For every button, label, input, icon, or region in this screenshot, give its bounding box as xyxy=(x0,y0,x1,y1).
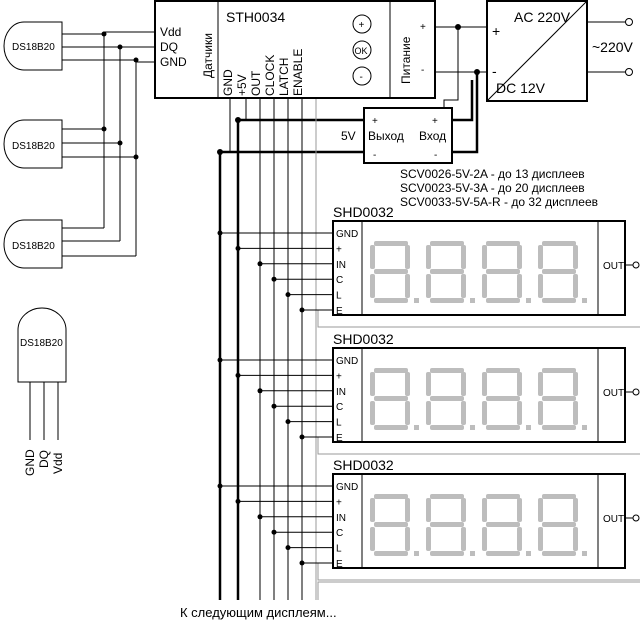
display-pin-3: C xyxy=(336,402,343,413)
pin-dq-label: DQ xyxy=(37,450,51,468)
converter-notes: SCV0026-5V-2A - до 13 дисплеев SCV0023-5… xyxy=(400,167,598,209)
converter-5v: 5V + Выход - + Вход - xyxy=(341,107,453,164)
pin-dq: DQ xyxy=(160,40,178,54)
signal-lines xyxy=(229,98,317,600)
display-pin-5: E xyxy=(336,433,343,444)
out-pin-enable: ENABLE xyxy=(291,49,305,96)
sensor-label: DS18B20 xyxy=(20,338,63,349)
display-pin-3: C xyxy=(336,528,343,539)
display-title: SHD0032 xyxy=(333,331,394,347)
plus-button-label: + xyxy=(359,20,365,31)
sensor-2: DS18B20 xyxy=(3,119,63,169)
display-pin-2: IN xyxy=(336,260,346,271)
note-scv0023: SCV0023-5V-3A - до 20 дисплеев xyxy=(400,181,585,195)
out-pin-5v: +5V xyxy=(235,74,249,96)
pin-vdd: Vdd xyxy=(160,25,181,39)
plus-button[interactable] xyxy=(352,14,372,34)
converter-out-label: Выход xyxy=(368,129,404,143)
sensor-label: DS18B20 xyxy=(12,241,55,252)
seven-segment-digit xyxy=(538,494,587,556)
pin-gnd: GND xyxy=(160,55,187,69)
seven-segment-digit xyxy=(538,368,587,430)
out-pin-gnd: GND xyxy=(221,69,235,96)
loop-wire xyxy=(317,310,640,328)
psu-ac-dc: AC 220V DC 12V + - ~220V xyxy=(486,0,634,102)
seven-segment-digit xyxy=(426,241,475,303)
display-pin-4: L xyxy=(336,291,342,302)
display-title: SHD0032 xyxy=(333,457,394,473)
seven-segment-digit xyxy=(482,494,531,556)
sensor-chain xyxy=(62,31,155,257)
seven-segment-digit xyxy=(370,241,419,303)
psu-plus: + xyxy=(492,23,500,39)
note-scv0033: SCV0033-5V-5A-R - до 32 дисплеев xyxy=(400,195,598,209)
sensors-label: Датчики xyxy=(201,33,215,78)
seven-segment-digit xyxy=(426,494,475,556)
out-pin-out: OUT xyxy=(249,70,263,96)
minus-button-label: - xyxy=(360,72,363,83)
display-pin-5: E xyxy=(336,559,343,570)
pin-vdd-label: Vdd xyxy=(51,453,65,474)
conv-out-plus: + xyxy=(372,116,378,127)
display-stack: SHD0032GND+INCLEOUTSHD0032GND+INCLEOUTSH… xyxy=(217,204,640,581)
psu-minus: - xyxy=(492,63,497,79)
minus-button[interactable] xyxy=(352,66,372,86)
display-pin-0: GND xyxy=(336,356,358,367)
display-pin-4: L xyxy=(336,418,342,429)
psu-dc-label: DC 12V xyxy=(496,80,546,96)
sensor-3: DS18B20 xyxy=(3,219,63,269)
display-pin-1: + xyxy=(336,371,342,382)
ok-button[interactable] xyxy=(352,40,372,60)
power-label: Питание xyxy=(399,36,413,84)
pin-gnd-label: GND xyxy=(23,449,37,476)
ok-button-label: OK xyxy=(355,46,368,56)
sensor-label: DS18B20 xyxy=(12,141,55,152)
sensor-pinout: DS18B20 GND DQ Vdd xyxy=(17,307,67,476)
display-title: SHD0032 xyxy=(333,204,394,220)
display-out-label: OUT xyxy=(603,514,624,525)
out-pin-clock: CLOCK xyxy=(263,55,277,96)
seven-segment-digit xyxy=(426,368,475,430)
display-out-label: OUT xyxy=(603,261,624,272)
sensor-label: DS18B20 xyxy=(12,42,55,53)
controller-title: STH0034 xyxy=(226,9,285,25)
display-pin-5: E xyxy=(336,306,343,317)
display-pin-2: IN xyxy=(336,513,346,524)
seven-segment-digit xyxy=(370,494,419,556)
loop-wire xyxy=(317,563,640,581)
converter-in-label: Вход xyxy=(419,129,446,143)
note-scv0026: SCV0026-5V-2A - до 13 дисплеев xyxy=(400,167,585,181)
chain-continuation xyxy=(317,581,640,600)
display-pin-2: IN xyxy=(336,387,346,398)
display-pin-0: GND xyxy=(336,482,358,493)
conv-in-plus: + xyxy=(432,116,438,127)
footer-note: К следующим дисплеям... xyxy=(180,605,337,620)
display-pin-1: + xyxy=(336,497,342,508)
power-pin-minus: - xyxy=(421,65,424,76)
psu-ac-label: AC 220V xyxy=(514,9,571,25)
seven-segment-digit xyxy=(538,241,587,303)
loop-wire xyxy=(317,437,640,455)
seven-segment-digit xyxy=(482,368,531,430)
display-pin-4: L xyxy=(336,544,342,555)
display-pin-3: C xyxy=(336,275,343,286)
power-pin-plus: + xyxy=(420,22,426,33)
display-out-label: OUT xyxy=(603,388,624,399)
conv-in-minus: - xyxy=(434,150,437,161)
controller-sth0034: Vdd DQ GND Датчики STH0034 + OK - Питани… xyxy=(154,0,436,99)
display-pin-1: + xyxy=(336,244,342,255)
mains-label: ~220V xyxy=(592,39,634,55)
display-pin-0: GND xyxy=(336,229,358,240)
converter-voltage: 5V xyxy=(341,129,356,143)
seven-segment-digit xyxy=(370,368,419,430)
sensor-1: DS18B20 xyxy=(3,21,63,71)
conv-out-minus: - xyxy=(373,150,376,161)
seven-segment-digit xyxy=(482,241,531,303)
psu-wiring xyxy=(435,24,490,108)
out-pin-latch: LATCH xyxy=(277,58,291,96)
